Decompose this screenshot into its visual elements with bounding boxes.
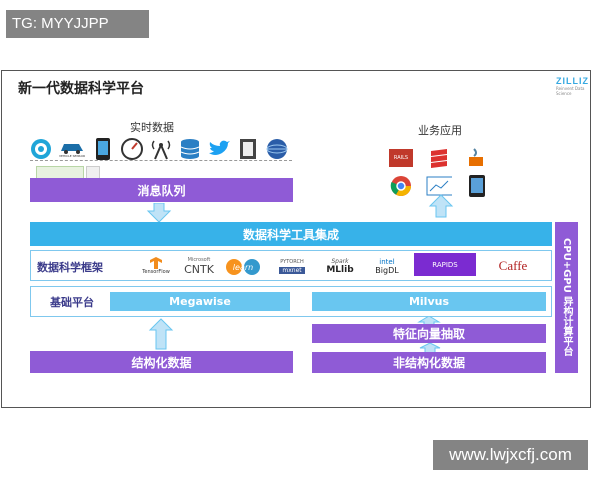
twitter-bird-icon [206,137,232,161]
spark-mllib-logo: Spark MLlib [320,253,360,279]
realtime-label: 实时数据 [130,121,174,134]
document-icon [235,137,261,161]
tablet-icon [464,174,490,198]
caffe-logo: Caffe [498,258,528,273]
cntk-logo: Microsoft CNTK [182,254,216,278]
base-platform-label: 基础平台 [50,296,94,309]
rails-caption: RAILS [393,155,409,161]
sklearn-label: learn [232,262,254,272]
toolkit-bar: 数据科学工具集成 [30,222,552,246]
mllib-label: MLlib [326,264,354,275]
sklearn-logo: learn [224,256,262,278]
dashed-connector [30,160,292,161]
cpu-gpu-platform-bar: CPU+GPU 异构计算平台 [555,222,578,373]
rapids-logo: RAPIDS [414,253,476,276]
vehicle-sensor-icon: VEHICLE SENSOR [57,137,87,161]
logo-tagline: Reinvent Data Science [556,86,585,96]
tensorflow-logo: TensorFlow [138,254,174,278]
message-queue-bar: 消息队列 [30,178,293,202]
logo-name: ZILLIZ [556,76,589,86]
feature-extraction-bar: 特征向量抽取 [312,324,546,343]
database-icon [177,137,203,161]
apps-icon-grid: RAILS [388,146,498,197]
arrow-structured-to-megawise [148,318,174,350]
rails-icon: RAILS [388,146,414,170]
zilliz-logo: ZILLIZ Reinvent Data Science [556,76,596,98]
cntk-microsoft-label: Microsoft [187,256,211,263]
page-title: 新一代数据科学平台 [18,81,144,97]
tensorflow-label: TensorFlow [142,269,170,275]
cntk-label: CNTK [184,262,214,276]
realtime-icon-row: VEHICLE SENSOR [28,134,298,164]
apps-label: 业务应用 [418,124,462,137]
scala-icon [426,146,452,170]
arrow-mq-to-toolkit [146,203,172,223]
globe-icon [264,137,290,161]
watermark-top: TG: MYYJJPP [6,10,149,38]
structured-data-bar: 结构化数据 [30,351,293,373]
mxnet-label: mxnet [279,266,305,274]
spark-label: Spark [331,257,349,265]
antenna-icon [148,137,174,161]
chrome-icon [388,174,414,198]
gauge-icon [119,137,145,161]
phone-icon [90,137,116,161]
vehicle-sensor-caption: VEHICLE SENSOR [58,154,86,158]
pytorch-label: PYTORCH [280,258,304,265]
intel-label: intel [379,257,395,266]
megawise-bar: Megawise [110,292,290,311]
frameworks-label: 数据科学框架 [37,261,103,274]
target-icon [28,137,54,161]
bigdl-label: BigDL [375,265,399,275]
arrow-toolkit-to-apps [428,194,454,218]
unstructured-data-bar: 非结构化数据 [312,352,546,373]
pytorch-mxnet-logo: PYTORCH mxnet [272,253,312,279]
intel-bigdl-logo: intel BigDL [368,253,406,279]
chart-window-icon [426,174,452,198]
java-icon [464,146,490,170]
watermark-bottom: www.lwjxcfj.com [433,440,588,470]
milvus-bar: Milvus [312,292,546,311]
